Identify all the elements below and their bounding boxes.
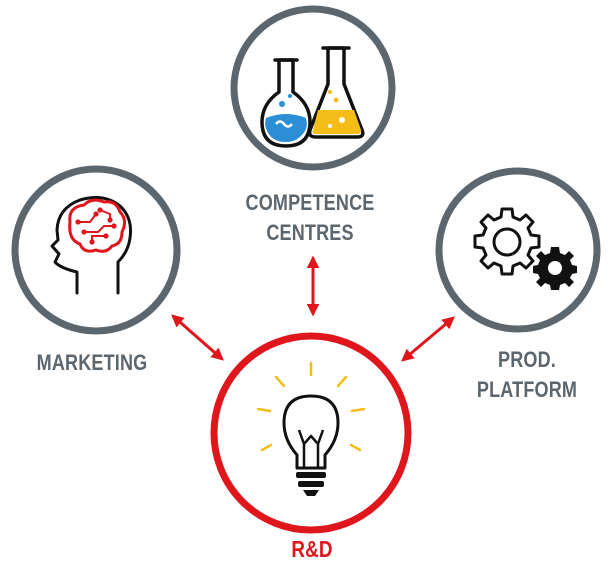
brain-head-icon [50,196,132,295]
lightbulb-icon [256,361,366,496]
gears-icon [473,207,577,290]
connector-platform-rnd [401,316,455,362]
connectors [171,255,455,362]
connector-marketing-rnd [171,314,224,361]
marketing-node [11,165,181,335]
platform-node [435,167,601,333]
platform-label-line2: PLATFORM [476,377,578,402]
competence-label-line1: COMPETENCE [245,190,375,215]
rnd-label-line1: R&D [291,536,333,562]
marketing-label: MARKETING [17,348,168,378]
rnd-label: R&D [253,534,371,564]
competence-label-line2: CENTRES [266,220,354,245]
marketing-label-line1: MARKETING [36,350,148,375]
competence-node [230,5,396,171]
competence-label: COMPETENCE CENTRES [228,188,392,248]
platform-label-line1: PROD. [498,347,556,372]
platform-label: PROD. PLATFORM [456,345,599,405]
flasks-icon [260,46,365,148]
competence-circle [230,5,396,171]
rnd-node [210,332,412,534]
